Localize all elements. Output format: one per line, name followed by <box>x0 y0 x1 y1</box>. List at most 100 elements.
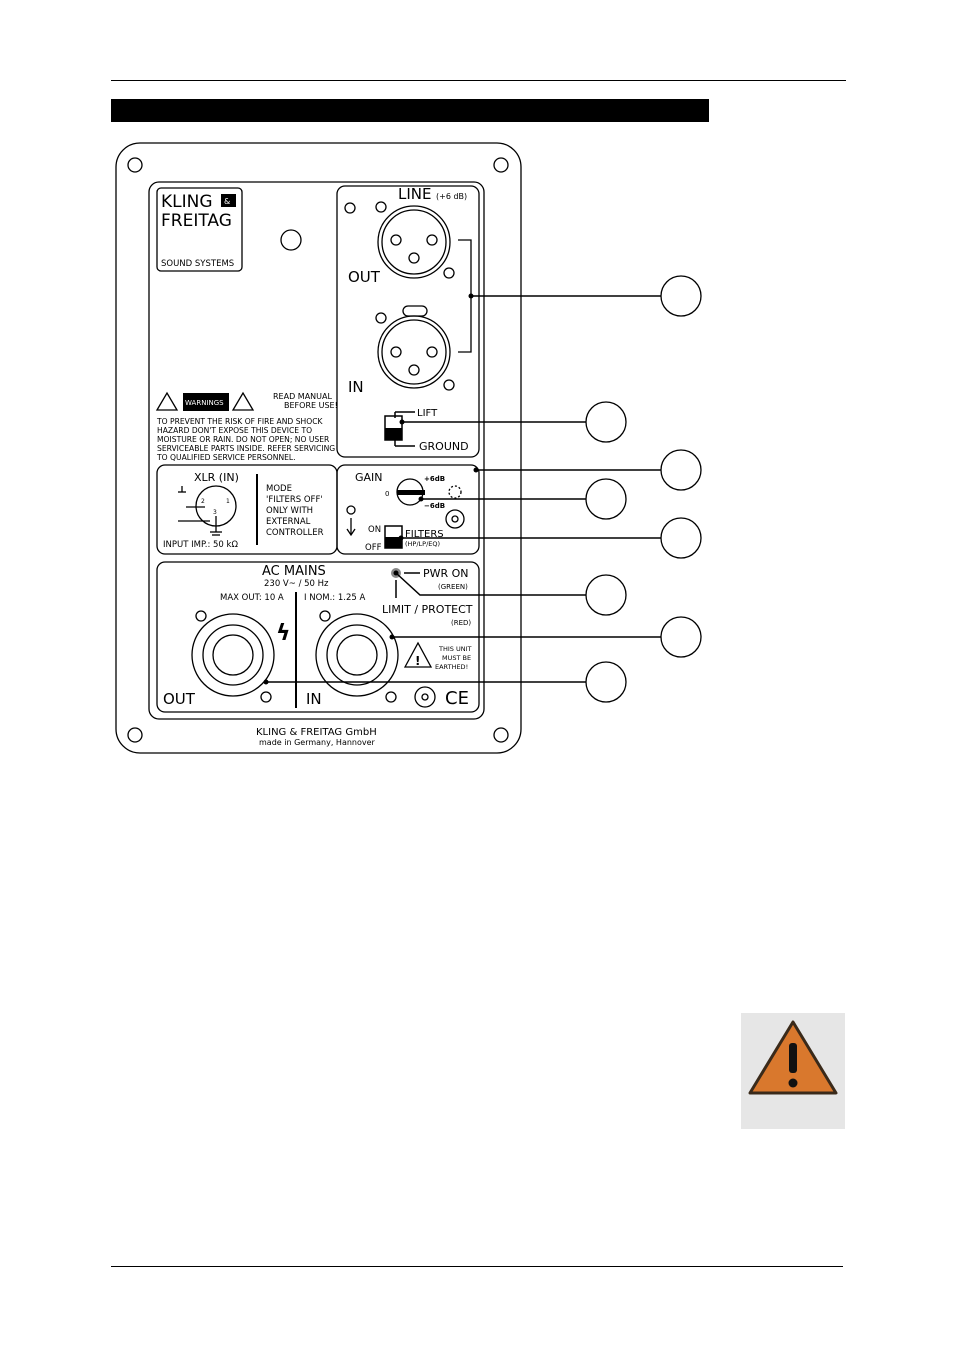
diagram-shape <box>346 505 356 515</box>
diagram-shape <box>393 570 399 576</box>
diagram-shape <box>127 727 143 743</box>
gain-section <box>336 464 480 555</box>
logo-box <box>156 187 243 272</box>
diagram-shape <box>381 319 447 385</box>
diagram-shape <box>195 610 207 622</box>
diagram-shape <box>408 364 420 376</box>
diagram-shape <box>493 157 509 173</box>
diagram-shape <box>468 293 474 299</box>
label: (+6 dB) <box>436 192 467 201</box>
line-in-label: IN <box>348 378 364 396</box>
lightning-icon: ϟ <box>276 621 291 646</box>
warnings-badge: WARNINGS <box>185 399 224 407</box>
diagram-shape <box>260 691 272 703</box>
diagram-shape <box>585 275 702 703</box>
panel-inner <box>148 181 485 720</box>
label: MAX OUT: 10 A <box>220 593 284 603</box>
diagram-shape <box>263 679 269 685</box>
label: XLR (IN) <box>194 471 239 484</box>
label: (RED) <box>451 619 471 627</box>
label: CONTROLLER <box>266 528 324 538</box>
diagram-shape <box>426 346 438 358</box>
diagram-shape <box>445 509 465 529</box>
diagram-shape <box>443 267 455 279</box>
callout-3 <box>660 449 702 491</box>
label: OFF <box>365 543 382 553</box>
diagram-shape <box>319 610 331 622</box>
diagram-shape <box>443 379 455 391</box>
label: ONLY WITH <box>266 506 313 516</box>
xlr-in-connector <box>377 315 451 389</box>
powercon-out <box>191 613 275 697</box>
label: MOISTURE OR RAIN. DO NOT OPEN; NO USER <box>157 435 330 444</box>
ce-mark: CE <box>445 688 469 709</box>
callout-7 <box>660 616 702 658</box>
diagram-shape <box>414 686 436 708</box>
top-rule <box>111 80 846 81</box>
diagram-shape <box>397 490 425 495</box>
label: made in Germany, Hannover <box>259 738 376 747</box>
diagram-shape <box>385 691 397 703</box>
diagram-shape <box>448 485 462 499</box>
label: +6dB <box>424 475 445 483</box>
diagram-shape <box>399 419 405 425</box>
label: PWR ON <box>423 567 469 580</box>
bottom-rule <box>111 1266 843 1267</box>
line-title: LINE <box>398 185 431 203</box>
label: EXTERNAL <box>266 517 311 527</box>
diagram-shape <box>473 467 479 473</box>
diagram-shape <box>266 295 661 683</box>
xlr-out-connector <box>377 205 451 279</box>
callout-6 <box>585 574 627 616</box>
diagram-shape <box>402 305 428 317</box>
diagram-shape <box>493 727 509 743</box>
diagram-shape <box>336 634 378 676</box>
diagram-shape <box>326 624 388 686</box>
label: EARTHED! <box>435 663 468 671</box>
warning-triangle-icon <box>748 1020 838 1095</box>
diagram-shape <box>212 634 254 676</box>
diagram-shape <box>375 201 387 213</box>
diagram-shape <box>390 234 402 246</box>
label: THIS UNIT <box>438 645 472 653</box>
callout-5 <box>660 517 702 559</box>
diagram-shape <box>421 693 429 701</box>
label: GAIN <box>355 471 383 484</box>
diagram-shape <box>127 157 143 173</box>
diagram-shape <box>375 312 387 324</box>
label: I NOM.: 1.25 A <box>304 593 365 603</box>
diagram-shape <box>398 535 404 541</box>
diagram-shape <box>115 142 522 754</box>
warning-icon-box <box>741 1013 845 1129</box>
label: ON <box>368 525 381 535</box>
label: INPUT IMP.: 50 kΩ <box>163 540 238 550</box>
label: GROUND <box>419 440 469 453</box>
powercon-in <box>315 613 399 697</box>
label: TO PREVENT THE RISK OF FIRE AND SHOCK <box>156 417 323 426</box>
label: 230 V~ / 50 Hz <box>264 579 329 589</box>
logo-sub: SOUND SYSTEMS <box>161 259 234 269</box>
line-section <box>336 185 480 458</box>
callout-1 <box>660 275 702 317</box>
diagram-shape <box>390 346 402 358</box>
label: LIMIT / PROTECT <box>382 603 473 616</box>
diagram-shape <box>451 515 459 523</box>
diagram-shape <box>418 496 424 502</box>
label: −6dB <box>424 502 445 510</box>
label: (GREEN) <box>438 583 468 591</box>
diagram-shape <box>183 393 229 411</box>
label: HAZARD DON'T EXPOSE THIS DEVICE TO <box>157 426 312 435</box>
diagram-shape <box>155 391 179 411</box>
label: (HP/LP/EQ) <box>405 540 440 548</box>
diagram-shape <box>395 572 586 596</box>
label: OUT <box>163 690 196 708</box>
diagram-shape <box>346 528 356 537</box>
section-title-bar <box>111 99 709 122</box>
callout-8 <box>585 661 627 703</box>
label: IN <box>306 690 322 708</box>
label: MODE <box>266 484 292 494</box>
diagram-shape <box>263 293 479 685</box>
label: LIFT <box>417 408 438 419</box>
diagram-shape: ! <box>415 654 420 668</box>
